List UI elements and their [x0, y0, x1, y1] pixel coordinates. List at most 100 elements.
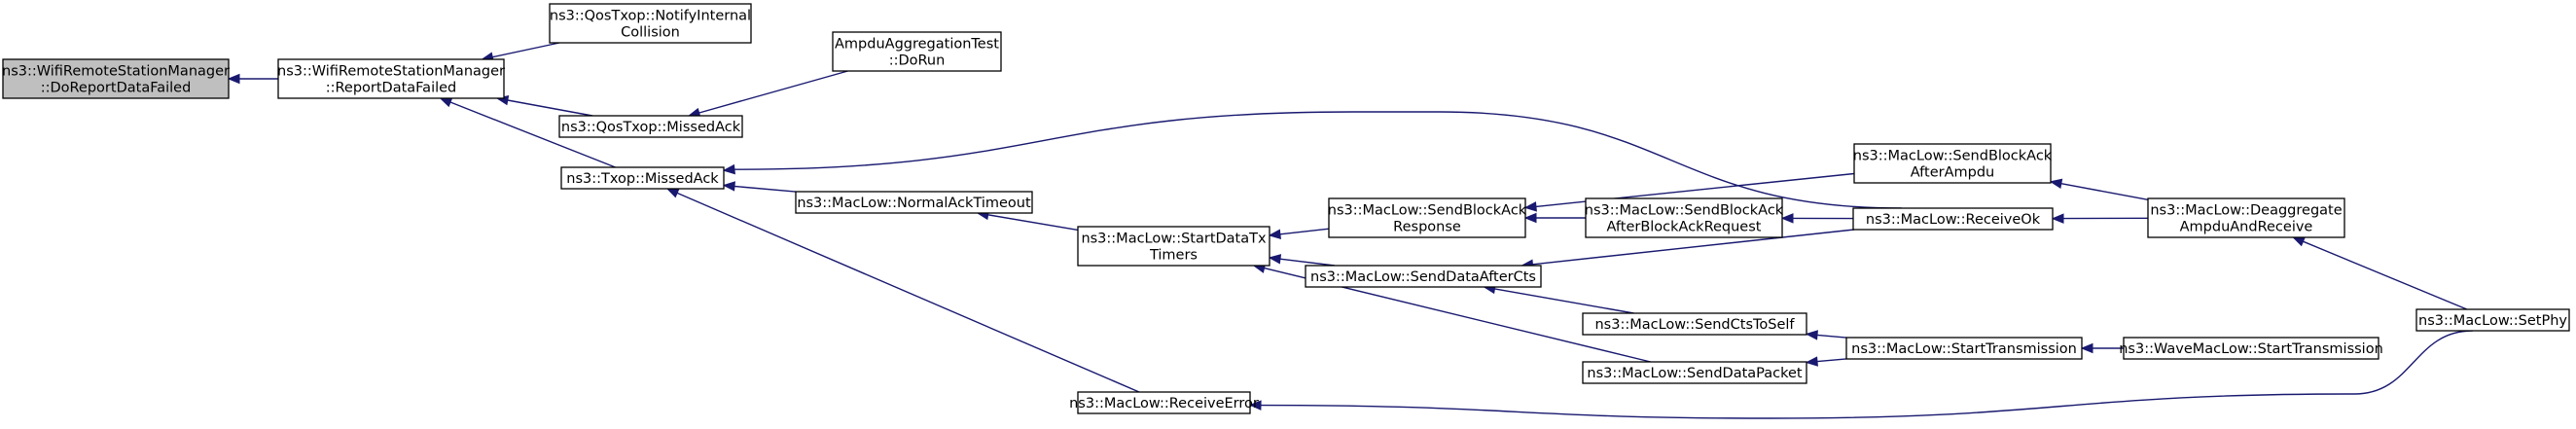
node-label: ns3::WifiRemoteStationManager	[277, 64, 505, 80]
node-label: ns3::MacLow::SetPhy	[2418, 313, 2567, 329]
node-qos-missed[interactable]: ns3::QosTxop::MissedAck	[558, 115, 743, 138]
arrowhead-icon	[722, 181, 735, 192]
node-send-cts-self[interactable]: ns3::MacLow::SendCtsToSelf	[1582, 312, 1807, 336]
edge-set-phy-to-receive-error	[1248, 330, 2473, 419]
node-label: Timers	[1149, 248, 1198, 264]
node-root[interactable]: ns3::WifiRemoteStationManager::DoReportD…	[2, 58, 230, 99]
edge-receive-error-to-txop-missed	[665, 188, 1140, 393]
arrowhead-icon	[227, 73, 240, 85]
edge-line	[507, 99, 593, 117]
node-box	[1328, 197, 1526, 238]
node-receive-ok[interactable]: ns3::MacLow::ReceiveOk	[1852, 207, 2054, 231]
edge-line	[1279, 258, 1336, 267]
arrowhead-icon	[2292, 236, 2306, 247]
arrowhead-icon	[1805, 356, 1818, 367]
edge-line	[1260, 330, 2473, 419]
node-ampdu-test[interactable]: AmpduAggregationTest::DoRun	[832, 31, 1002, 72]
node-wave-start-tx[interactable]: ns3::WaveMacLow::StartTransmission	[2119, 337, 2383, 360]
node-box	[1852, 207, 2054, 231]
node-label: ::DoReportDataFailed	[41, 81, 192, 96]
node-label: ns3::MacLow::ReceiveOk	[1866, 212, 2041, 228]
node-label: AmpduAndReceive	[2180, 220, 2313, 235]
node-normal-ack[interactable]: ns3::MacLow::NormalAckTimeout	[795, 191, 1033, 214]
node-box	[1853, 143, 2052, 184]
node-box	[1077, 391, 1251, 414]
arrowhead-icon	[1268, 229, 1281, 239]
edge-line	[492, 42, 560, 58]
arrowhead-icon	[2080, 342, 2093, 354]
edge-line	[1279, 228, 1330, 235]
node-label: ns3::MacLow::StartTransmission	[1851, 341, 2077, 357]
edge-wrsm-report-to-root	[227, 73, 278, 85]
arrowhead-icon	[1268, 254, 1282, 265]
edge-qos-missed-to-wrsm-report	[495, 94, 593, 117]
node-box	[2415, 308, 2570, 332]
node-send-ba-after-req[interactable]: ns3::MacLow::SendBlockAckAfterBlockAckRe…	[1585, 197, 1784, 238]
edge-line	[449, 101, 616, 168]
node-box	[2147, 197, 2345, 238]
edge-line	[676, 192, 1140, 393]
edge-start-tx-to-send-cts-self	[1805, 330, 1847, 340]
node-label: ns3::MacLow::Deaggregate	[2150, 203, 2342, 219]
node-box	[1585, 197, 1783, 238]
edge-send-ba-after-req-to-send-ba-resp	[1523, 212, 1586, 224]
node-label: ns3::MacLow::SendBlockAck	[1328, 203, 1527, 219]
edge-send-cts-self-to-send-after-cts	[1483, 283, 1634, 314]
node-label: ns3::WaveMacLow::StartTransmission	[2119, 341, 2383, 357]
edge-send-after-cts-to-start-timers	[1268, 254, 1336, 267]
node-box	[795, 191, 1033, 214]
edge-ampdu-test-to-qos-missed	[687, 70, 848, 118]
edge-line	[698, 70, 848, 114]
arrowhead-icon	[1523, 212, 1537, 224]
edge-line	[733, 111, 1902, 209]
node-box	[277, 58, 505, 99]
node-box	[549, 3, 752, 44]
node-receive-error[interactable]: ns3::MacLow::ReceiveError	[1069, 391, 1259, 414]
edge-line	[1816, 358, 1847, 363]
edge-deaggregate-to-send-ba-after-ampdu	[2049, 178, 2149, 200]
edge-line	[1494, 288, 1634, 314]
node-txop-missed[interactable]: ns3::Txop::MissedAck	[560, 166, 725, 190]
node-send-data-pkt[interactable]: ns3::MacLow::SendDataPacket	[1582, 361, 1807, 384]
arrowhead-icon	[439, 97, 453, 108]
edge-layer	[227, 42, 2473, 419]
node-label: ns3::QosTxop::MissedAck	[561, 120, 741, 135]
node-label: ns3::MacLow::SendBlockAck	[1585, 203, 1784, 219]
edge-wave-start-tx-to-start-tx	[2080, 342, 2124, 354]
node-label: AfterAmpdu	[1911, 165, 1994, 181]
edge-line	[987, 214, 1079, 232]
arrowhead-icon	[2049, 178, 2063, 190]
arrowhead-icon	[2051, 213, 2064, 224]
arrowhead-icon	[1248, 400, 1262, 411]
edge-line	[2060, 183, 2149, 200]
node-label: ns3::MacLow::SendDataPacket	[1587, 366, 1803, 381]
node-box	[560, 166, 725, 190]
node-box	[2123, 337, 2379, 360]
node-box	[1582, 312, 1807, 336]
edge-set-phy-to-deaggregate	[2292, 236, 2468, 310]
node-label: Collision	[621, 25, 680, 41]
node-label: Response	[1393, 220, 1461, 235]
edge-normal-ack-to-txop-missed	[722, 181, 797, 193]
node-label: AmpduAggregationTest	[835, 37, 999, 53]
node-label: ns3::MacLow::SendBlockAck	[1853, 149, 2053, 164]
node-set-phy[interactable]: ns3::MacLow::SetPhy	[2415, 308, 2570, 332]
node-label: ns3::WifiRemoteStationManager	[2, 64, 230, 80]
edge-line	[2303, 240, 2468, 310]
edge-receive-ok-to-txop-missed	[722, 111, 1902, 209]
node-label: ns3::QosTxop::NotifyInternal	[550, 9, 751, 24]
node-send-after-cts[interactable]: ns3::MacLow::SendDataAfterCts	[1305, 265, 1542, 288]
node-label: AfterBlockAckRequest	[1607, 220, 1762, 235]
node-label: ns3::MacLow::NormalAckTimeout	[797, 196, 1031, 211]
node-label: ns3::MacLow::ReceiveError	[1069, 396, 1259, 411]
node-label: ::ReportDataFailed	[326, 81, 457, 96]
node-start-tx[interactable]: ns3::MacLow::StartTransmission	[1845, 337, 2083, 360]
node-wrsm-report[interactable]: ns3::WifiRemoteStationManager::ReportDat…	[277, 58, 505, 99]
node-layer: ns3::WifiRemoteStationManager::DoReportD…	[2, 3, 2570, 414]
